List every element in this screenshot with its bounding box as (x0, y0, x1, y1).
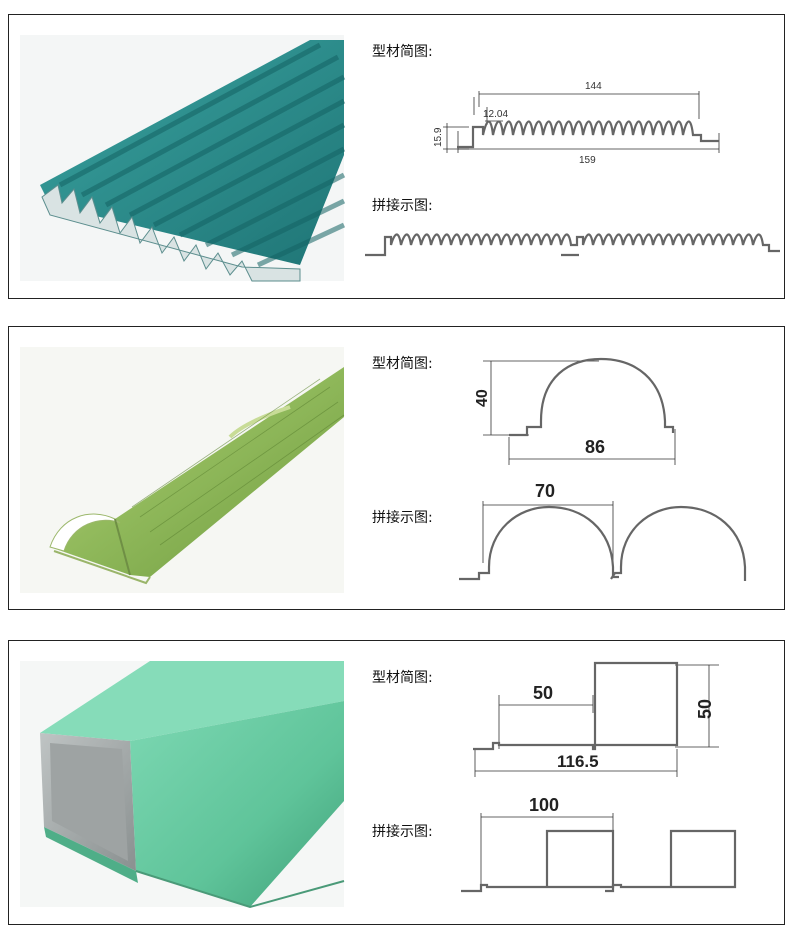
product-panel-halfround: 型材简图: 86 40 拼接示图: 70 (8, 326, 785, 610)
profile-drawing-halfround: 86 40 (469, 347, 699, 467)
product-panel-corrugated: 型材简图: 144 12.04 159 15.9 拼接 (8, 14, 785, 299)
dim-height: 40 (474, 389, 491, 407)
corrugated-strip-photo (20, 35, 346, 282)
profile-drawing-square: 50 50 116.5 (461, 653, 721, 783)
dim-overall: 159 (579, 155, 596, 166)
dim-height: 15.9 (433, 127, 444, 147)
profile-label: 型材简图: (372, 44, 433, 60)
product-panel-square: 型材简图: 50 50 116.5 拼接示图: (8, 640, 785, 925)
dim-width: 116.5 (557, 752, 599, 771)
splice-label: 拼接示图: (372, 824, 433, 840)
dim-splice-width: 100 (529, 795, 559, 815)
square-tube-photo (20, 661, 345, 909)
profile-drawing-corrugated: 144 12.04 159 15.9 (429, 77, 720, 166)
splice-drawing-corrugated (365, 227, 780, 267)
profile-label: 型材简图: (372, 356, 433, 372)
splice-drawing-halfround: 70 (455, 477, 765, 587)
splice-label: 拼接示图: (372, 198, 433, 214)
dim-step: 50 (533, 683, 553, 703)
dim-width: 86 (585, 437, 605, 457)
splice-label: 拼接示图: (372, 510, 433, 526)
bamboo-halfround-photo (20, 347, 345, 593)
dim-splice-width: 70 (535, 481, 555, 501)
dim-total-width: 144 (585, 81, 602, 92)
profile-label: 型材简图: (372, 670, 433, 686)
splice-drawing-square: 100 (455, 793, 745, 903)
dim-pitch: 12.04 (483, 109, 508, 120)
dim-height: 50 (695, 699, 715, 719)
